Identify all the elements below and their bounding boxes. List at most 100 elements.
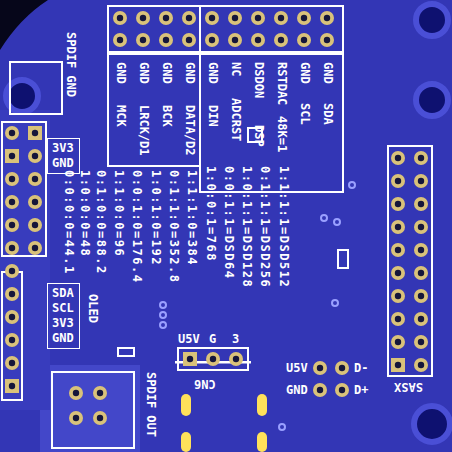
pad — [414, 335, 428, 349]
silkscreen-outlines — [2, 6, 432, 448]
label-outline — [108, 54, 200, 166]
oval-pad — [181, 394, 191, 416]
vertical-silkscreen: MCK — [114, 105, 127, 127]
pad-hole — [73, 415, 79, 421]
pad — [159, 11, 173, 25]
pad-hole — [163, 37, 169, 43]
pad — [229, 352, 243, 366]
header-divider — [199, 6, 201, 52]
vertical-silkscreen: BCK — [160, 105, 173, 127]
mounting-holes — [6, 4, 450, 442]
silkscreen-label: CN6 — [194, 377, 216, 390]
pad — [182, 33, 196, 47]
pad — [391, 358, 405, 372]
pad — [5, 379, 19, 393]
vertical-silkscreen: DSP — [252, 125, 265, 147]
via — [321, 215, 327, 221]
pad-hole — [32, 222, 38, 228]
pad — [414, 289, 428, 303]
pad — [183, 352, 197, 366]
component-outline — [338, 250, 348, 268]
vertical-silkscreen: 1:0:1:1=DSD128 — [240, 166, 253, 288]
header-outline — [2, 122, 46, 256]
pad — [228, 33, 242, 47]
vertical-silkscreen: SDA — [321, 103, 334, 125]
silkscreen-label: D- — [354, 362, 368, 375]
pad — [391, 335, 405, 349]
pad-hole — [210, 356, 216, 362]
pad-hole — [97, 415, 103, 421]
pad-hole — [395, 362, 401, 368]
pad-hole — [9, 245, 15, 251]
pad-hole — [418, 155, 424, 161]
vertical-silkscreen: SPDIF GND — [64, 32, 77, 97]
oval-pad — [257, 432, 267, 452]
vertical-silkscreen: RSTDAC — [275, 62, 288, 105]
pad-hole — [232, 37, 238, 43]
vertical-silkscreen: 1:1:0:0=96 — [112, 170, 125, 257]
pad-hole — [209, 15, 215, 21]
pad-hole — [32, 130, 38, 136]
pad — [335, 361, 349, 375]
pad-hole — [418, 247, 424, 253]
pad-hole — [9, 199, 15, 205]
silkscreen-label: U5V — [178, 333, 200, 346]
pad-hole — [9, 130, 15, 136]
pad — [313, 361, 327, 375]
mounting-hole — [416, 4, 448, 36]
pad — [414, 220, 428, 234]
vertical-silkscreen: DATA/D2 — [183, 105, 196, 156]
vertical-silkscreen: LRCK/D1 — [137, 105, 150, 156]
pad — [28, 195, 42, 209]
via — [349, 182, 355, 188]
pad-hole — [9, 360, 15, 366]
pad — [251, 33, 265, 47]
pad-hole — [339, 365, 345, 371]
vertical-silkscreen: GND — [137, 62, 150, 84]
pad — [391, 197, 405, 211]
pad-hole — [9, 268, 15, 274]
pad — [391, 312, 405, 326]
vertical-silkscreen: 1:0:1:0=192 — [148, 170, 161, 266]
vertical-silkscreen: DSDON — [252, 62, 265, 98]
label-box: 3V3GND — [47, 138, 80, 174]
pad-hole — [418, 316, 424, 322]
pad-hole — [395, 247, 401, 253]
vertical-silkscreen: 1:0:0:1=768 — [203, 166, 216, 262]
oval-pads — [181, 394, 267, 452]
pad — [313, 383, 327, 397]
pads — [5, 11, 428, 425]
pad-hole — [395, 339, 401, 345]
vertical-silkscreen: 0:1:0:0=88.2 — [94, 170, 107, 275]
pad-hole — [301, 15, 307, 21]
header-outline — [2, 272, 22, 400]
vertical-silkscreen: GND — [298, 62, 311, 84]
pad — [5, 356, 19, 370]
pad — [5, 241, 19, 255]
via — [160, 312, 166, 318]
vertical-silkscreen: GND — [321, 62, 334, 84]
pad-hole — [418, 224, 424, 230]
pad-hole — [32, 176, 38, 182]
pad — [414, 358, 428, 372]
pad — [5, 310, 19, 324]
pad-hole — [9, 291, 15, 297]
pad — [320, 33, 334, 47]
pad-hole — [278, 37, 284, 43]
pad — [5, 264, 19, 278]
left-strip — [0, 110, 50, 410]
pad-hole — [418, 201, 424, 207]
pad-hole — [140, 37, 146, 43]
pad — [5, 218, 19, 232]
header-outline — [108, 6, 343, 52]
vertical-silkscreen: 0:0:1:0=176.4 — [130, 170, 143, 283]
vertical-silkscreen: SPDIF OUT — [144, 372, 157, 437]
pad-hole — [209, 37, 215, 43]
pad — [391, 220, 405, 234]
pad — [5, 195, 19, 209]
pad — [297, 11, 311, 25]
pad-hole — [395, 316, 401, 322]
spdif-out-outline — [52, 372, 134, 448]
pad — [391, 174, 405, 188]
